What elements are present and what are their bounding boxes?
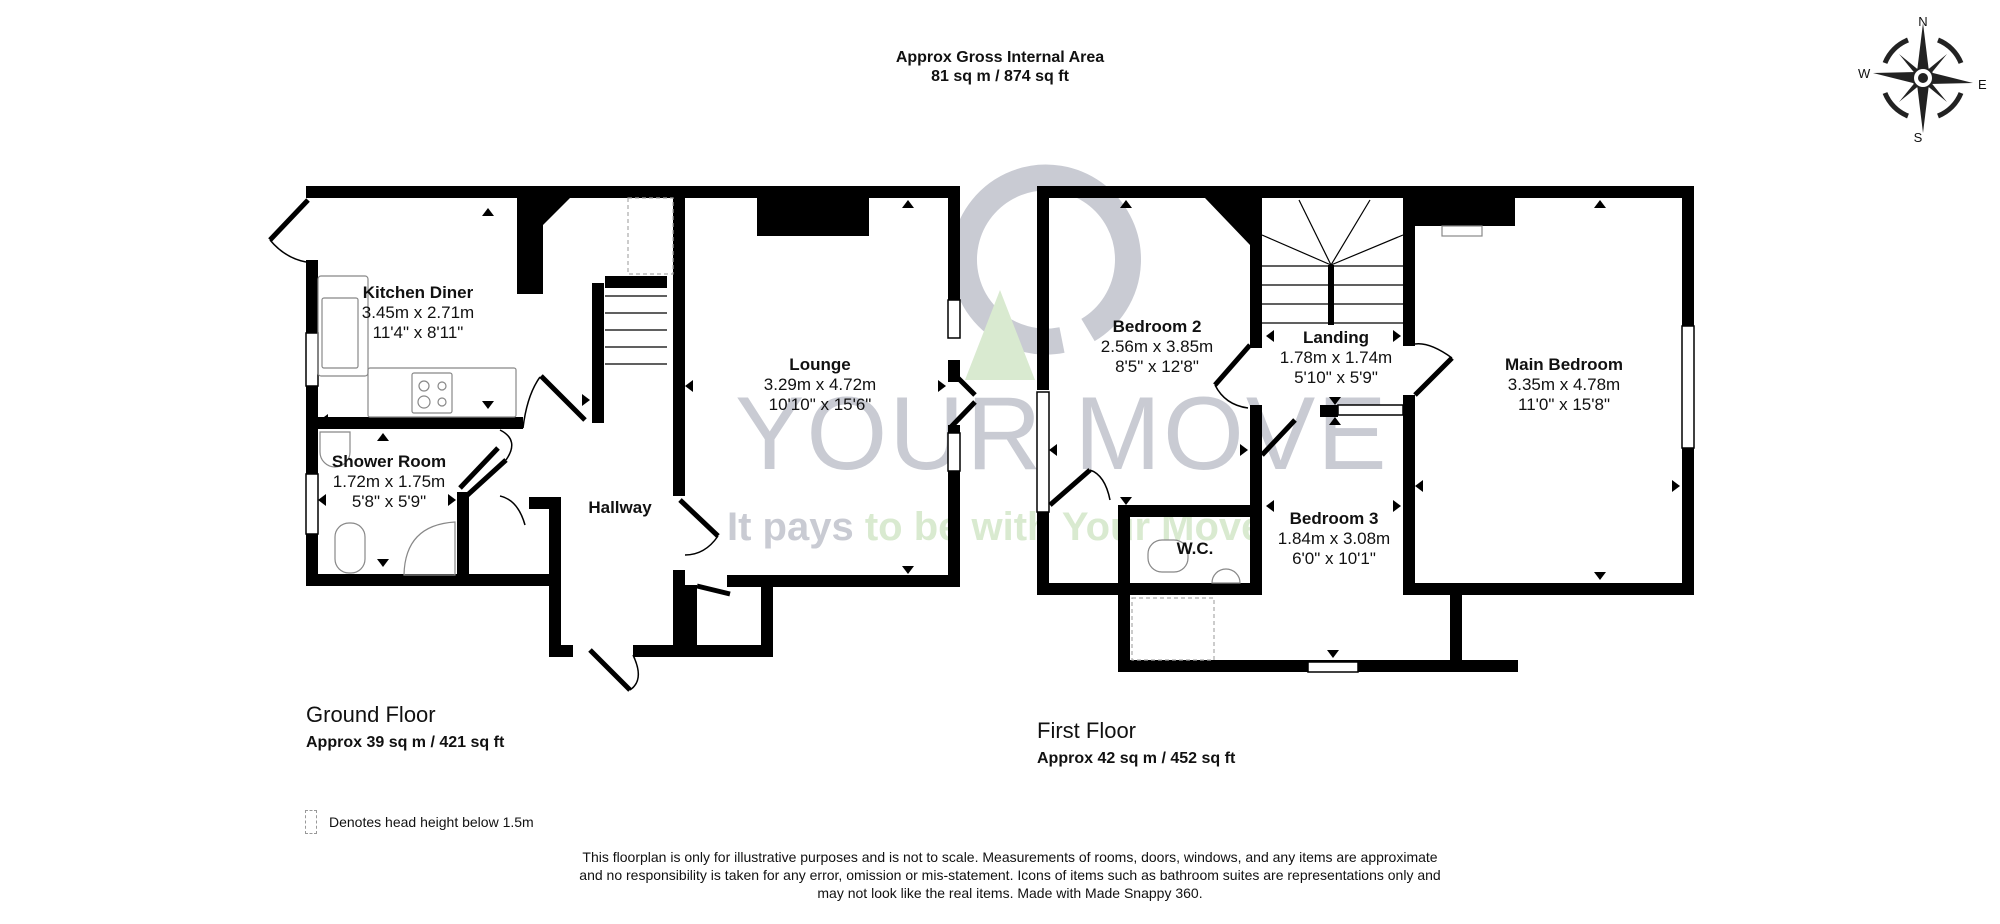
ground-floor-area: Approx 39 sq m / 421 sq ft: [306, 734, 505, 751]
room-name: W.C.: [1176, 539, 1214, 558]
room-metric: 1.84m x 3.08m: [1277, 529, 1391, 548]
compass-east-label: E: [1978, 77, 1987, 92]
disclaimer-line-2: and no responsibility is taken for any e…: [579, 867, 1441, 883]
first-floor-area: Approx 42 sq m / 452 sq ft: [1037, 750, 1236, 767]
room-name: Kitchen Diner: [362, 283, 474, 302]
dashed-box-icon: [305, 810, 317, 834]
room-name: Landing: [1302, 328, 1370, 347]
gross-area-title: Approx Gross Internal Area: [895, 49, 1105, 66]
first-floor-title: First Floor: [1037, 718, 1136, 743]
room-metric: 1.78m x 1.74m: [1279, 348, 1393, 367]
disclaimer-line-1: This floorplan is only for illustrative …: [582, 849, 1438, 865]
first-floor-caption: First Floor Approx 42 sq m / 452 sq ft: [1037, 718, 1235, 768]
watermark-tagline-part1: It pays: [727, 505, 854, 549]
compass-west-label: W: [1858, 66, 1871, 81]
room-name: Bedroom 3: [1289, 509, 1379, 528]
legend-text: Denotes head height below 1.5m: [329, 814, 534, 830]
compass-north-label: N: [1918, 14, 1928, 29]
room-imperial: 8'5" x 12'8": [1115, 357, 1199, 376]
room-metric: 1.72m x 1.75m: [332, 472, 446, 491]
room-metric: 3.45m x 2.71m: [361, 303, 475, 322]
gross-internal-area: Approx Gross Internal Area 81 sq m / 874…: [0, 48, 2000, 86]
ground-floor-title: Ground Floor: [306, 702, 436, 727]
room-metric: 3.35m x 4.78m: [1507, 375, 1621, 394]
room-shower-room: Shower Room 1.72m x 1.75m 5'8" x 5'9": [332, 452, 446, 512]
room-lounge: Lounge 3.29m x 4.72m 10'10" x 15'6": [764, 355, 876, 415]
disclaimer-line-3: may not look like the real items. Made w…: [817, 885, 1203, 901]
watermark-brand: YOUR MOVE: [735, 376, 1389, 492]
room-wc: W.C.: [1177, 539, 1214, 559]
room-bedroom-2: Bedroom 2 2.56m x 3.85m 8'5" x 12'8": [1101, 317, 1213, 377]
ground-floor-caption: Ground Floor Approx 39 sq m / 421 sq ft: [306, 702, 504, 752]
room-imperial: 6'0" x 10'1": [1292, 549, 1376, 568]
room-kitchen-diner: Kitchen Diner 3.45m x 2.71m 11'4" x 8'11…: [362, 283, 474, 343]
room-imperial: 11'4" x 8'11": [372, 323, 464, 342]
room-name: Bedroom 2: [1112, 317, 1202, 336]
room-name: Hallway: [588, 498, 652, 517]
room-bedroom-3: Bedroom 3 1.84m x 3.08m 6'0" x 10'1": [1278, 509, 1390, 569]
room-metric: 3.29m x 4.72m: [763, 375, 877, 394]
room-name: Shower Room: [331, 452, 447, 471]
room-name: Main Bedroom: [1504, 355, 1624, 374]
compass-south-label: S: [1913, 130, 1923, 145]
room-imperial: 5'10" x 5'9": [1294, 368, 1378, 387]
room-hallway: Hallway: [588, 498, 651, 518]
gross-area-value: 81 sq m / 874 sq ft: [931, 68, 1069, 85]
legend: Denotes head height below 1.5m: [305, 810, 534, 834]
room-main-bedroom: Main Bedroom 3.35m x 4.78m 11'0" x 15'8": [1505, 355, 1623, 415]
room-imperial: 11'0" x 15'8": [1518, 395, 1610, 414]
room-metric: 2.56m x 3.85m: [1100, 337, 1214, 356]
disclaimer: This floorplan is only for illustrative …: [520, 848, 1500, 902]
room-imperial: 10'10" x 15'6": [768, 395, 872, 414]
room-name: Lounge: [789, 355, 851, 374]
room-landing: Landing 1.78m x 1.74m 5'10" x 5'9": [1280, 328, 1392, 388]
room-imperial: 5'8" x 5'9": [351, 492, 427, 511]
